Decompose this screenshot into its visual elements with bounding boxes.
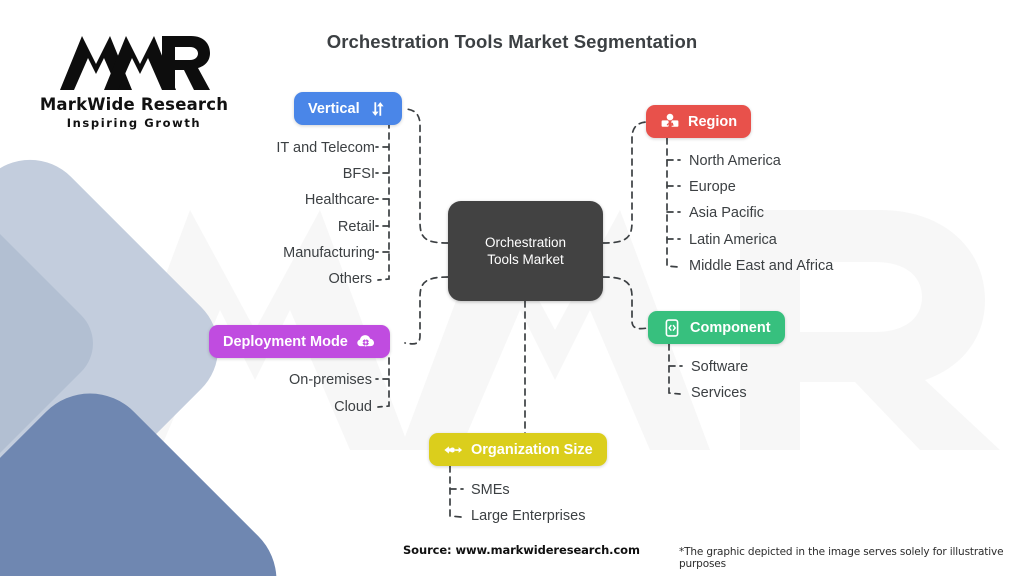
resize-arrow-icon — [443, 440, 463, 460]
branch-label-region: Region — [688, 113, 738, 130]
brand-logo: MarkWide Research Inspiring Growth — [34, 32, 234, 130]
branch-node-component[interactable]: Component — [648, 311, 785, 344]
center-node-line-2: Tools Market — [487, 252, 564, 267]
source-text: Source: www.markwideresearch.com — [403, 543, 640, 557]
leaf-vertical-0: IT and Telecom — [276, 140, 375, 156]
leaf-vertical-2: Healthcare — [304, 192, 375, 208]
leaf-region-2: Asia Pacific — [689, 205, 764, 221]
branch-label-vertical: Vertical — [308, 100, 360, 117]
logo-tagline: Inspiring Growth — [66, 116, 202, 130]
branch-label-component: Component — [690, 319, 771, 336]
branch-label-organization-size: Organization Size — [471, 441, 593, 458]
leaf-region-1: Europe — [689, 179, 736, 195]
leaf-vertical-3: Retail — [337, 219, 375, 235]
leaf-component-0: Software — [691, 359, 749, 375]
center-node-line-1: Orchestration — [484, 235, 567, 250]
globe-region-icon — [660, 112, 680, 132]
branch-node-deployment-mode[interactable]: Deployment Mode — [209, 325, 390, 358]
leaf-vertical-5: Others — [328, 271, 372, 287]
leaf-deployment-1: Cloud — [334, 399, 372, 415]
leaf-vertical-4: Manufacturing — [283, 245, 375, 261]
branch-node-region[interactable]: Region — [646, 105, 752, 138]
logo-company-name: MarkWide Research — [39, 95, 229, 114]
deco-shape-light-inner — [0, 191, 110, 496]
leaf-component-1: Services — [691, 385, 747, 401]
leaf-region-3: Latin America — [689, 232, 777, 248]
leaf-region-4: Middle East and Africa — [689, 258, 834, 274]
branch-node-organization-size[interactable]: Organization Size — [429, 433, 607, 466]
leaf-deployment-0: On-premises — [289, 372, 372, 388]
cloud-gear-icon — [356, 332, 376, 352]
sort-vertical-arrows-icon — [368, 99, 388, 119]
leaf-region-0: North America — [689, 153, 781, 169]
branch-label-deployment-mode: Deployment Mode — [223, 333, 348, 350]
mwr-monogram-icon — [60, 36, 210, 90]
branch-node-vertical[interactable]: Vertical — [294, 92, 402, 125]
code-device-icon — [662, 318, 682, 338]
disclaimer-text: *The graphic depicted in the image serve… — [679, 546, 1004, 570]
page-title: Orchestration Tools Market Segmentation — [326, 31, 698, 52]
leaf-organization-1: Large Enterprises — [471, 508, 586, 524]
leaf-organization-0: SMEs — [471, 482, 510, 498]
leaf-vertical-1: BFSI — [342, 166, 375, 182]
